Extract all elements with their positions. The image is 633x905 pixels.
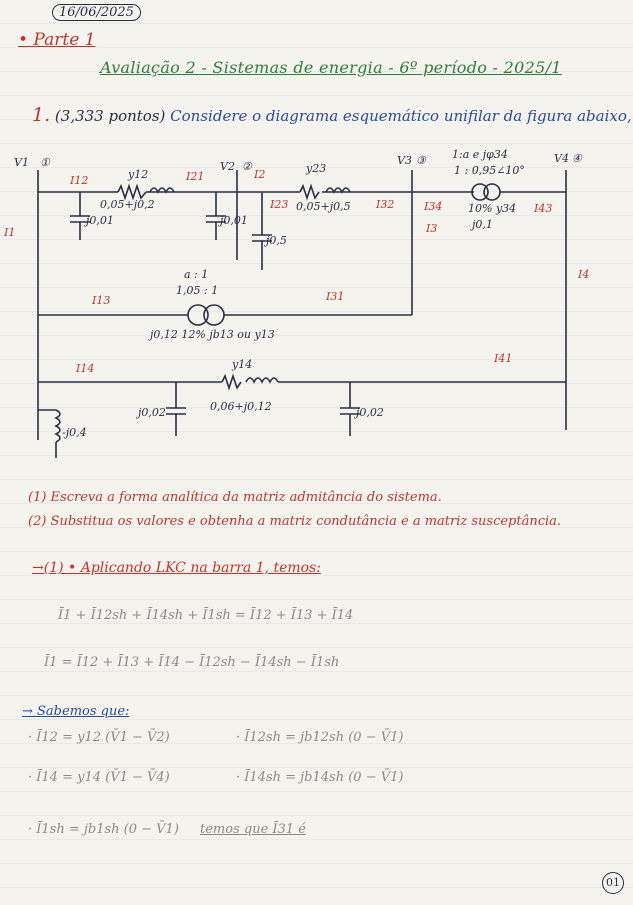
equation-1: Ī1 + Ī12sh + Ī14sh + Ī1sh = Ī12 + Ī13 + … bbox=[58, 608, 354, 623]
trafo13-value: 1,05 : 1 bbox=[176, 284, 218, 297]
trafo13-desc: j0,12 12% jb13 ou y13 bbox=[147, 328, 275, 341]
bus-2-label: V2 bbox=[220, 160, 235, 173]
known-5: · Ī1sh = jb1sh (0 − V̄1) bbox=[28, 822, 179, 837]
date-stamp: 16/06/2025 bbox=[52, 4, 141, 21]
item-1: (1) Escreva a forma analítica da matriz … bbox=[28, 490, 442, 505]
page-number: 01 bbox=[602, 872, 624, 894]
known-heading: → Sabemos que: bbox=[22, 704, 130, 719]
known-1: · Ī12 = y12 (V̄1 − V̄2) bbox=[28, 730, 170, 745]
current-I31: I31 bbox=[325, 290, 344, 303]
bus-3-label: V3 bbox=[397, 154, 412, 167]
bus-3-number: ③ bbox=[416, 154, 427, 167]
one-line-diagram: V1 ① V2 ② V3 ③ V4 ④ y12 0,05+j0,2 y23 0,… bbox=[3, 148, 589, 458]
bus-1-label: V1 bbox=[14, 156, 29, 169]
page-title: Avaliação 2 - Sistemas de energia - 6º p… bbox=[100, 58, 562, 77]
trafo34-value: 1 : 0,95∠10° bbox=[454, 164, 525, 177]
current-I12: I12 bbox=[69, 174, 88, 187]
trafo34-imp: 10% y34 bbox=[468, 202, 516, 215]
current-I1: I1 bbox=[3, 226, 15, 239]
known-3: · Ī14 = y14 (V̄1 − V̄4) bbox=[28, 770, 170, 785]
equation-2: Ī1 = Ī12 + Ī13 + Ī14 − Ī12sh − Ī14sh − Ī… bbox=[44, 655, 340, 670]
current-I41: I41 bbox=[493, 352, 512, 365]
known-6: temos que Ī31 é bbox=[200, 822, 306, 837]
question-number: 1. bbox=[32, 104, 51, 126]
y23-value: 0,05+j0,5 bbox=[296, 200, 351, 213]
shunt-14-value: j0,02 bbox=[135, 406, 166, 419]
current-I4: I4 bbox=[577, 268, 589, 281]
current-I23: I23 bbox=[269, 198, 288, 211]
bus-2-number: ② bbox=[242, 160, 253, 173]
y12-label: y12 bbox=[127, 168, 148, 181]
bus-1-number: ① bbox=[40, 156, 51, 169]
trafo34-x: j0,1 bbox=[469, 218, 493, 231]
current-I21: I21 bbox=[185, 170, 204, 183]
y12-value: 0,05+j0,2 bbox=[100, 198, 155, 211]
question-statement: Considere o diagrama esquemático unifila… bbox=[170, 107, 632, 125]
bus-4-label: V4 bbox=[554, 152, 569, 165]
trafo34-ratio: 1:a e jφ34 bbox=[452, 148, 508, 161]
shunt-41-value: j0,02 bbox=[353, 406, 384, 419]
current-I2: I2 bbox=[253, 168, 265, 181]
known-2: · Ī12sh = jb12sh (0 − V̄1) bbox=[236, 730, 404, 745]
current-I32: I32 bbox=[375, 198, 394, 211]
y14-value: 0,06+j0,12 bbox=[210, 400, 272, 413]
known-4: · Ī14sh = jb14sh (0 − V̄1) bbox=[236, 770, 404, 785]
shunt-23-value: j0,5 bbox=[263, 234, 287, 247]
solution-step: →(1) • Aplicando LKC na barra 1, temos: bbox=[32, 560, 321, 576]
bus-4-number: ④ bbox=[572, 152, 583, 165]
current-I13: I13 bbox=[91, 294, 110, 307]
shunt-21-value: j0,01 bbox=[217, 214, 248, 227]
current-I34: I34 bbox=[423, 200, 442, 213]
y14-label: y14 bbox=[231, 358, 252, 371]
question-points: (3,333 pontos) bbox=[54, 107, 166, 125]
item-2: (2) Substitua os valores e obtenha a mat… bbox=[28, 514, 562, 529]
question-line: 1. (3,333 pontos) Considere o diagrama e… bbox=[32, 104, 632, 126]
y23-label: y23 bbox=[305, 162, 326, 175]
current-I43: I43 bbox=[533, 202, 552, 215]
part-label: • Parte 1 bbox=[18, 30, 96, 50]
current-I14: I14 bbox=[75, 362, 94, 375]
current-I3: I3 bbox=[425, 222, 437, 235]
shunt-12-value: j0,01 bbox=[83, 214, 114, 227]
shunt-bus1-value: -j0,4 bbox=[62, 426, 87, 439]
trafo13-ratio: a : 1 bbox=[184, 268, 208, 281]
